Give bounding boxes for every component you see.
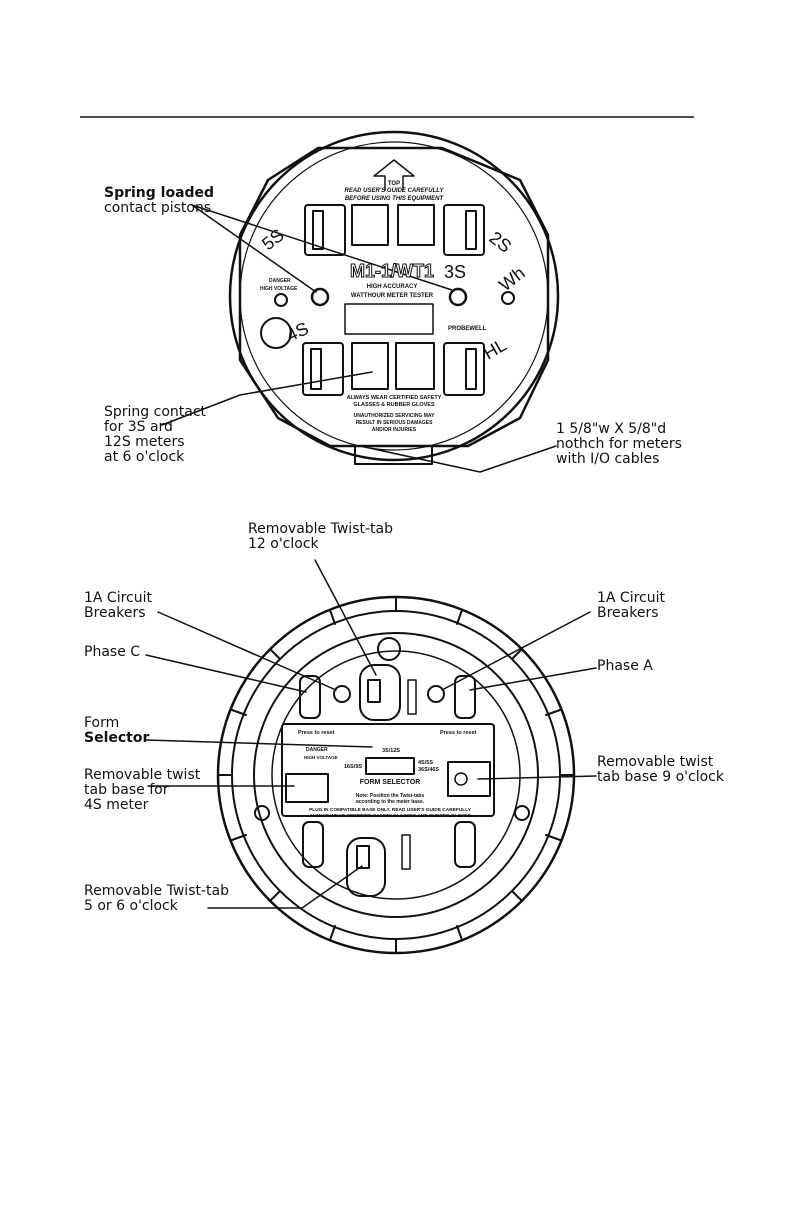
callout-phase-a: Phase A — [597, 658, 653, 674]
contact-piston-left — [310, 287, 330, 307]
wh-label: Wh — [495, 263, 529, 295]
display-window — [344, 303, 434, 335]
4s-symbol-icon — [260, 317, 292, 349]
selector-panel — [281, 723, 495, 817]
form-selector-title: FORM SELECTOR — [360, 779, 421, 786]
back-ring-3 — [253, 632, 539, 918]
front-housing-outline — [238, 146, 550, 448]
back-panel-text: Press to reset Press to reset 3S/12S 16S… — [298, 730, 477, 819]
meter-tester-back-view — [145, 559, 597, 955]
high-voltage-label: HIGH VOLTAGE — [260, 286, 298, 292]
model-label: M1-1/WT1 — [350, 261, 434, 281]
callout-twist-base-4s: Removable twist tab base for 4S meter — [84, 767, 201, 813]
selector-4s5s: 4S/5S — [418, 760, 433, 766]
warning-line-4: RESULT IN SERIOUS DAMAGES — [356, 420, 434, 426]
panel-plug-2: ALWAYS WEAR CERTIFIED SAFETY GLASSES AND… — [309, 813, 471, 819]
upper-blade-row — [304, 204, 485, 256]
callout-breakers-left: 1A Circuit Breakers — [84, 590, 152, 621]
back-ring-inner — [271, 650, 521, 900]
form-3s-label: 3S — [444, 262, 466, 282]
warning-line-2: GLASSES & RUBBER GLOVES — [353, 402, 435, 408]
selector-36s46s: 36S/46S — [418, 767, 439, 773]
subtitle-label-1: HIGH ACCURACY — [367, 284, 418, 290]
twist-tab-5-6 — [346, 837, 386, 897]
top-leader-lines — [161, 204, 557, 473]
lower-blade-row — [302, 342, 485, 396]
lower-blade-right — [454, 821, 476, 868]
warning-line-5: AND/OR INJURIES — [372, 427, 417, 433]
top-arrow-label: TOP — [388, 181, 400, 187]
contact-piston-right — [448, 287, 468, 307]
form-selector-switch — [365, 757, 415, 775]
back-ring-ticks — [217, 596, 575, 954]
small-port-left — [274, 293, 288, 307]
press-reset-right: Press to reset — [440, 730, 477, 736]
front-face-ring — [228, 130, 560, 462]
danger-label: DANGER — [269, 278, 291, 284]
callout-spring-loaded: Spring loaded — [104, 185, 215, 201]
brand-label: PROBEWELL — [448, 326, 487, 332]
meter-tester-front-view — [161, 130, 560, 473]
cable-notch — [354, 445, 433, 465]
callout-spring-contact: Spring contact for 3S ard 12S meters at … — [104, 404, 207, 465]
bottom-leader-lines — [145, 559, 597, 909]
panel-note-1: Note: Position the Twist-tabs — [356, 793, 425, 799]
screw-right — [514, 805, 530, 821]
warning-line-1: ALWAYS WEAR CERTIFIED SAFETY — [347, 395, 442, 401]
callout-cable-notch: 1 5/8"w X 5/8"d nothch for meters with I… — [556, 421, 682, 467]
panel-high-voltage: HIGH VOLTAGE — [304, 755, 338, 760]
callout-phase-c: Phase C — [84, 644, 141, 660]
circuit-breaker-left — [333, 685, 351, 703]
subtitle-label-2: WATTHOUR METER TESTER — [351, 293, 434, 299]
callout-twist-base-9: Removable twist tab base 9 o'clock — [597, 754, 724, 785]
press-reset-left: Press to reset — [298, 730, 335, 736]
warning-line-3: UNAUTHORIZED SERVICING MAY — [354, 413, 436, 419]
callout-twist-tab-12: Removable Twist-tab 12 o'clock — [248, 521, 393, 552]
callout-twist-tab-5-6: Removable Twist-tab 5 or 6 o'clock — [84, 883, 229, 914]
selector-16s9s: 16S/9S — [344, 764, 362, 770]
twist-tab-12 — [359, 664, 401, 721]
left-twist-base — [285, 773, 329, 803]
screw-left — [254, 805, 270, 821]
callout-form: Form — [84, 715, 120, 731]
phase-a-blade — [454, 675, 476, 719]
callout-contact-pistons: contact pistons — [104, 200, 212, 216]
callout-breakers-right: 1A Circuit Breakers — [597, 590, 665, 621]
selector-3s12s: 3S/12S — [382, 748, 400, 754]
panel-plug-1: PLUG IN COMPATIBLE BASE ONLY. READ USER'… — [309, 807, 472, 813]
top-arrow-icon — [373, 159, 415, 191]
phase-c-blade — [299, 675, 321, 719]
front-face-inner — [239, 141, 549, 451]
form-5s-label: 5S — [258, 225, 288, 254]
form-2s-label: 2S — [486, 227, 516, 256]
circuit-breaker-right — [427, 685, 445, 703]
lower-blade-left — [302, 821, 324, 868]
panel-note-2: according to the meter base. — [356, 799, 425, 805]
small-port-right — [501, 291, 515, 305]
panel-danger: DANGER — [306, 747, 328, 753]
callout-selector: Selector — [84, 730, 150, 746]
